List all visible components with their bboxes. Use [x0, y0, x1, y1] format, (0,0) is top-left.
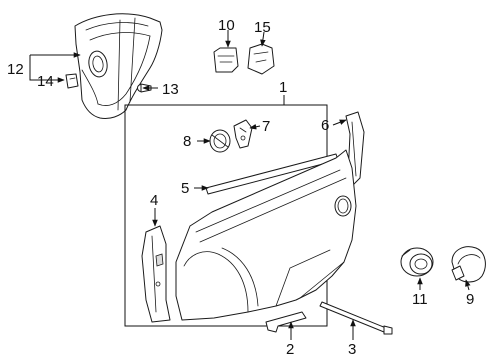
- callout-8: 8: [183, 133, 191, 150]
- support-rod: [319, 301, 393, 335]
- lower-bracket: [265, 311, 307, 333]
- leader-15: [260, 31, 266, 47]
- callout-11: 11: [412, 291, 428, 308]
- leader-6: [332, 119, 347, 126]
- callout-5: 5: [181, 180, 189, 197]
- fuel-door: [451, 246, 486, 283]
- quarter-pillar: [141, 225, 171, 323]
- callout-12: 12: [7, 61, 24, 78]
- side-bracket: [247, 43, 275, 75]
- leader-7: [249, 124, 261, 130]
- upper-bracket: [213, 47, 239, 73]
- callout-4: 4: [150, 192, 158, 209]
- leader-14: [29, 55, 65, 83]
- callout-9: 9: [466, 291, 474, 308]
- wheelhouse-liner: [74, 13, 163, 119]
- fuel-door-housing: [209, 129, 231, 153]
- callout-6: 6: [321, 117, 329, 134]
- liner-clip: [65, 73, 79, 89]
- fuel-door-hinge: [233, 119, 253, 149]
- callout-15: 15: [254, 19, 271, 36]
- callout-7: 7: [262, 118, 270, 135]
- filler-housing: [400, 247, 434, 277]
- callout-2: 2: [286, 341, 294, 358]
- callout-13: 13: [162, 81, 179, 98]
- leader-9: [465, 279, 471, 291]
- callout-1: 1: [279, 79, 287, 96]
- quarter-panel: [175, 149, 357, 321]
- callout-14: 14: [37, 73, 54, 90]
- callout-10: 10: [218, 17, 235, 34]
- callout-3: 3: [348, 341, 356, 358]
